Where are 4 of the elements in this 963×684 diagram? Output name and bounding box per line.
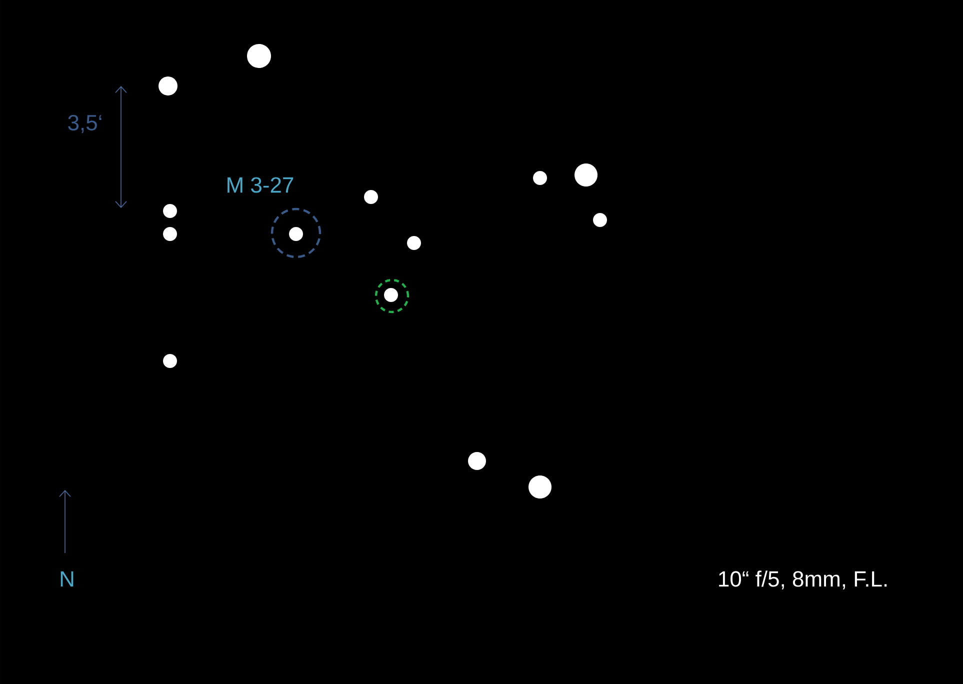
label: M 3-27 [228,177,294,193]
label: 10“ f/5, 8mm, F.L. [719,570,887,590]
label: 3,5‘ [68,114,102,134]
label: N [60,571,74,587]
